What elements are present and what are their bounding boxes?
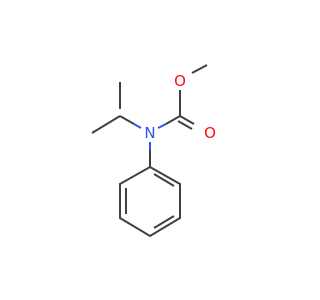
phenyl-double-bond-1 <box>153 173 175 187</box>
atom-oxygen-carbonyl: O <box>201 124 219 142</box>
bond-n-carbonyl-gray <box>165 115 181 125</box>
nitrogen-label: N <box>144 124 155 142</box>
atom-oxygen-methoxy: O <box>171 72 189 90</box>
oxygen-carbonyl-label: O <box>204 124 216 142</box>
bond-ch-n-gray <box>119 115 135 125</box>
atom-nitrogen: N <box>141 124 159 142</box>
phenyl-ring <box>119 165 181 238</box>
structure-diagram: O O N <box>91 64 219 238</box>
oxygen-methoxy-label: O <box>174 72 186 90</box>
bond-carbonyl-double-2 <box>177 120 193 130</box>
phenyl-double-bond-2 <box>153 215 175 229</box>
bond-ch-n-blue <box>133 123 142 129</box>
bond-carbonyl-double-1 <box>179 115 195 125</box>
bond-methyl2-ch <box>91 115 121 134</box>
bond-n-carbonyl-blue <box>157 123 167 129</box>
bond-omethoxy-methyl <box>191 64 208 74</box>
